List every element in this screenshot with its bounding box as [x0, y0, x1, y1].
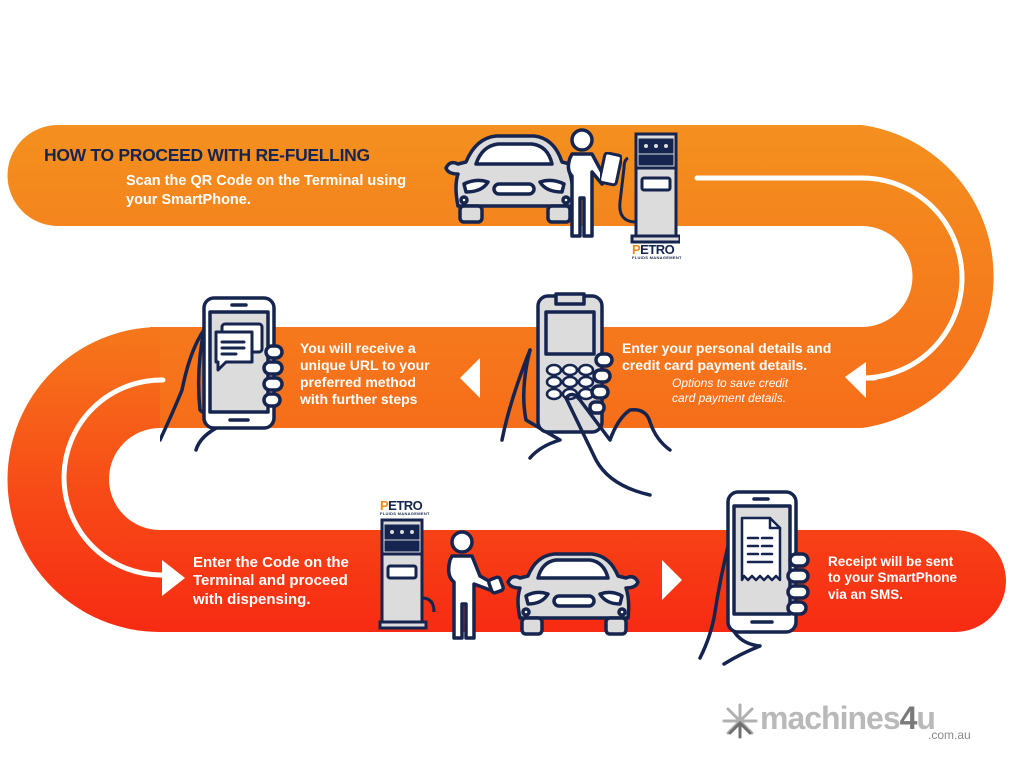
step-receipt-text: Receipt will be sent to your SmartPhone … [828, 554, 957, 603]
step-text-line: with further steps [300, 391, 418, 408]
guide-line-top-right [694, 175, 965, 381]
petro-logo: PETRO FLUIDS MANAGEMENT [380, 498, 430, 516]
step-enter-details-text: Enter your personal details and credit c… [622, 340, 831, 406]
chat-bubble-icon [214, 322, 264, 372]
band-top [7, 125, 994, 428]
step-note: Options to save credit card payment deta… [672, 376, 789, 406]
receipt-icon [740, 516, 782, 582]
step-text-line: with dispensing. [193, 590, 311, 608]
step-scan-qr-text: Scan the QR Code on the Terminal using y… [126, 172, 406, 210]
step-text-line: Scan the QR Code on the Terminal using [126, 173, 407, 189]
step-text-line: Enter your personal details and [622, 340, 832, 356]
step-text-line: to your SmartPhone [828, 570, 958, 586]
step-receive-url-text: You will receive a unique URL to your pr… [300, 340, 430, 408]
snowflake-logo-icon [722, 703, 758, 739]
step-enter-code-text: Enter the Code on the Terminal and proce… [193, 554, 349, 609]
hand-holding-phone-icon [160, 296, 284, 452]
person-icon [446, 530, 505, 640]
step-text-line: credit card payment details. [622, 357, 808, 374]
arrow-icon [460, 358, 480, 398]
step-text-line: You will receive a [300, 340, 416, 356]
petro-logo: PETRO FLUIDS MANAGEMENT [632, 242, 682, 260]
fuel-pump-icon [378, 518, 436, 630]
arrow-icon [662, 560, 682, 600]
page-title: HOW TO PROCEED WITH RE-FUELLING [44, 145, 370, 165]
step-text-line: Enter the Code on the [193, 554, 349, 571]
car-icon [506, 552, 640, 636]
watermark-domain: .com.au [928, 728, 971, 742]
step-text-line: unique URL to your [300, 357, 430, 374]
hand-holding-phone-icon [698, 490, 810, 666]
guide-line-left [61, 377, 175, 578]
pointing-hand-icon [564, 392, 672, 452]
step-text-line: via an SMS. [828, 586, 904, 602]
fuel-pump-icon [618, 132, 680, 244]
step-text-line: your SmartPhone. [126, 191, 251, 208]
arrow-icon [845, 362, 866, 398]
card-terminal-icon [500, 292, 672, 497]
step-text-line: preferred method [300, 374, 416, 391]
watermark-logo: machines4u [760, 700, 936, 736]
step-text-line: Terminal and proceed [193, 572, 348, 590]
smartphone-icon [600, 152, 622, 187]
person-icon [566, 128, 608, 238]
step-text-line: Receipt will be sent [828, 554, 954, 569]
arrow-icon [162, 560, 185, 596]
